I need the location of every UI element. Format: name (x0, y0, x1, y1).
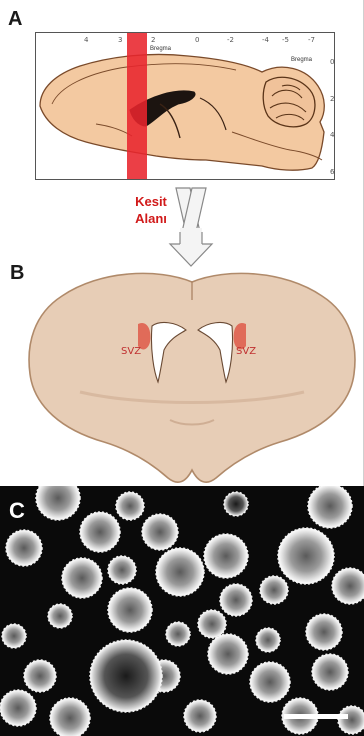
section-band (127, 33, 147, 179)
panel-top: A 4 3 2 0 -2 -4 -5 -7 Bregma Bregma 0 2 … (0, 0, 364, 486)
section-label-line1: Kesit (111, 193, 191, 210)
coronal-section (29, 273, 355, 482)
micrograph-panel: C (0, 486, 364, 736)
section-label-line2: Alanı (111, 210, 191, 227)
neurospheres (0, 486, 364, 736)
panel-a-drawing (0, 0, 364, 486)
scale-bar (284, 714, 348, 719)
svz-label-right: SVZ (236, 346, 256, 357)
svz-label-left: SVZ (121, 346, 141, 357)
panel-c-label: C (9, 498, 25, 524)
section-area-label: Kesit Alanı (111, 193, 191, 227)
panel-b-label: B (10, 262, 24, 285)
